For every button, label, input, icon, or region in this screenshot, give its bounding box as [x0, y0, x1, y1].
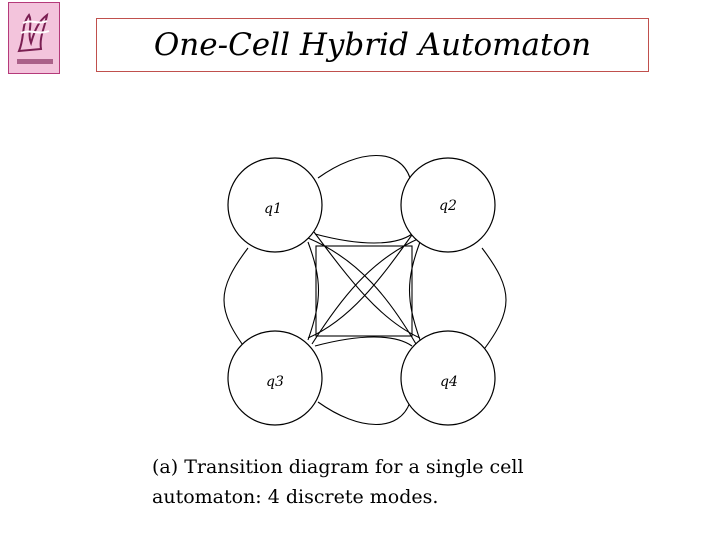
title-box: One-Cell Hybrid Automaton — [96, 18, 649, 72]
inner-square — [315, 245, 413, 337]
node-q3 — [227, 330, 323, 426]
edge-q1-q3-left — [223, 247, 249, 353]
edge-q1-q4-diag-b — [313, 231, 421, 339]
node-q2-label: q2 — [439, 198, 457, 214]
edge-q2-q4-right — [481, 247, 507, 353]
edge-q2-q4-inner — [409, 241, 421, 341]
node-q4 — [400, 330, 496, 426]
caption-line-2: automaton: 4 discrete modes. — [152, 486, 439, 508]
node-q4-label: q4 — [440, 374, 458, 390]
edge-q1-q2-top — [317, 154, 411, 179]
edge-q1-q3-inner — [307, 241, 319, 341]
transition-diagram: q1 q2 q3 q4 — [223, 154, 507, 426]
node-q2 — [400, 157, 496, 253]
node-q1 — [227, 157, 323, 253]
university-logo — [8, 2, 60, 74]
edge-q1-q2-inner — [314, 233, 413, 244]
caption-line-1: (a) Transition diagram for a single cell — [152, 456, 524, 478]
edge-q2-q3-diag-a — [311, 237, 421, 345]
page-title: One-Cell Hybrid Automaton — [153, 27, 592, 63]
edge-q1-q4-diag-a — [307, 237, 417, 345]
figure-caption: (a) Transition diagram for a single cell… — [152, 452, 612, 512]
edge-q2-q3-diag-b — [307, 231, 415, 339]
edge-q3-q4-bottom — [317, 401, 411, 426]
node-q3-label: q3 — [266, 374, 284, 390]
edge-q3-q4-inner — [314, 336, 413, 347]
node-q1-label: q1 — [264, 201, 282, 217]
